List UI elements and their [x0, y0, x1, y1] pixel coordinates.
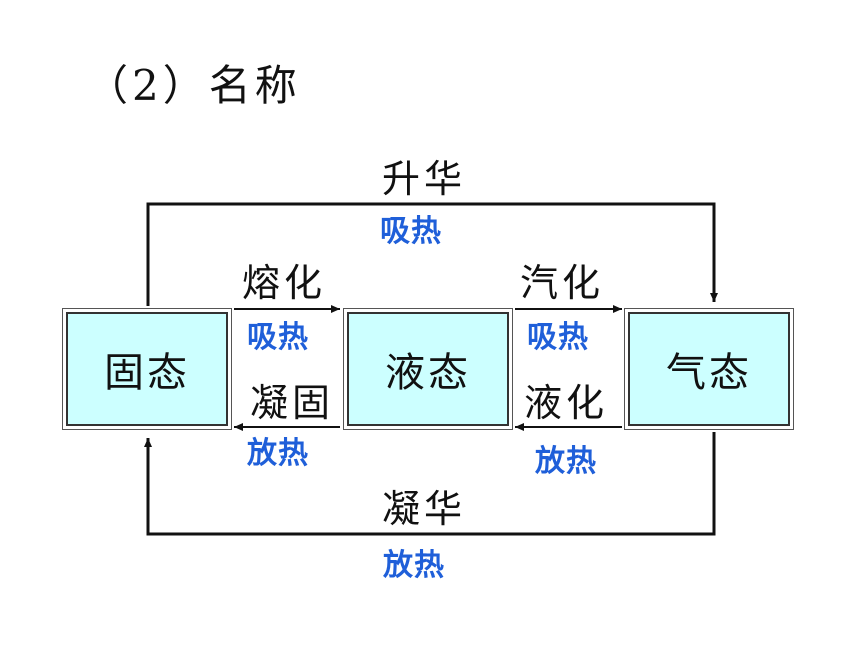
solid-state-box: 固态	[62, 308, 232, 430]
sublimation-label: 升华	[382, 157, 467, 201]
deposition-label: 凝华	[382, 487, 467, 531]
gas-state-label: 气态	[666, 350, 752, 396]
sublimation-arrow	[146, 202, 718, 306]
liquefaction-heat: 放热	[535, 444, 597, 479]
freezing-heat: 放热	[247, 436, 309, 471]
liquid-state-box: 液态	[343, 308, 513, 430]
liquid-state-label: 液态	[385, 350, 471, 396]
freezing-label: 凝固	[250, 381, 335, 425]
solid-state-label: 固态	[104, 350, 190, 396]
deposition-heat: 放热	[383, 548, 445, 583]
melting-label: 熔化	[242, 261, 327, 305]
section-heading: （2）名称	[86, 61, 301, 110]
gas-state-box: 气态	[624, 308, 794, 430]
sublimation-heat: 吸热	[380, 214, 442, 249]
vaporization-heat: 吸热	[527, 320, 589, 355]
deposition-arrow	[144, 432, 716, 536]
vaporization-label: 汽化	[520, 261, 605, 305]
liquefaction-label: 液化	[524, 381, 609, 425]
melting-heat: 吸热	[247, 320, 309, 355]
